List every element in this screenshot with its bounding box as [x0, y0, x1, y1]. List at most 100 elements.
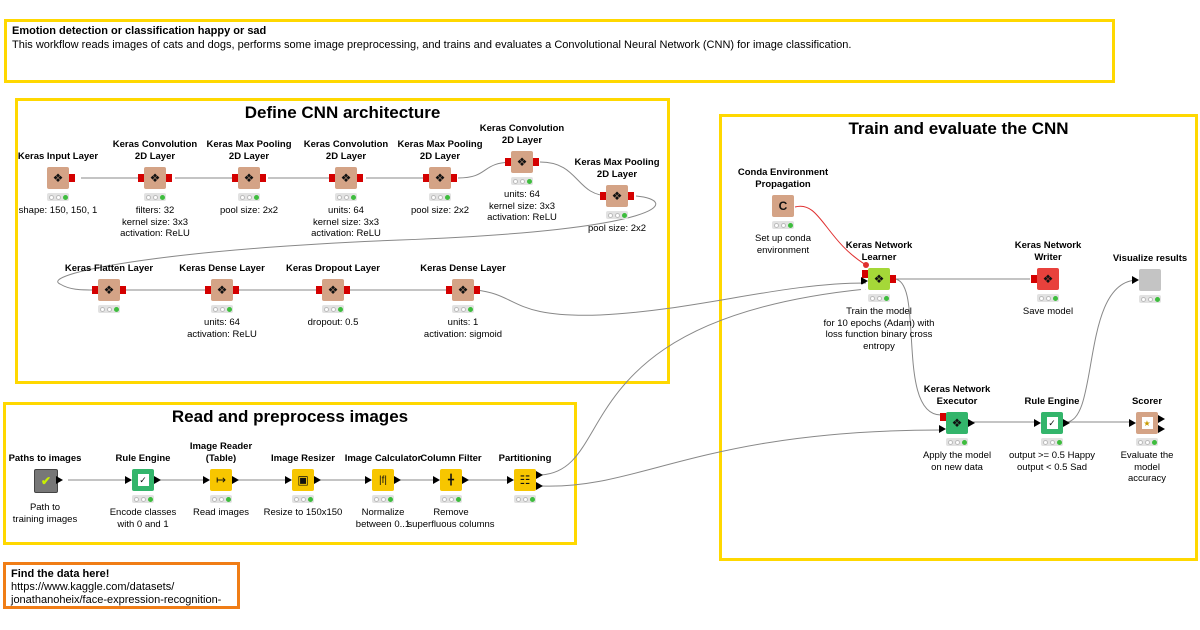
output-port[interactable]: [968, 419, 975, 427]
keras-network-icon[interactable]: ❖: [144, 167, 166, 189]
node-label[interactable]: Resize to 150x150: [263, 507, 343, 518]
keras-network-icon[interactable]: ❖: [452, 279, 474, 301]
node-label[interactable]: output >= 0.5 Happy output < 0.5 Sad: [1008, 450, 1096, 473]
node-label[interactable]: units: 1 activation: sigmoid: [423, 317, 503, 340]
input-port[interactable]: [1031, 275, 1037, 283]
output-port-top[interactable]: [1158, 415, 1165, 423]
output-port[interactable]: [394, 476, 401, 484]
node-label[interactable]: units: 64 kernel size: 3x3 activation: R…: [311, 205, 381, 239]
input-port[interactable]: [329, 174, 335, 182]
node-label[interactable]: Encode classes with 0 and 1: [109, 507, 177, 530]
output-port[interactable]: [1063, 419, 1070, 427]
image-resizer-icon[interactable]: ▣: [292, 469, 314, 491]
input-port[interactable]: [600, 192, 606, 200]
image-reader-icon[interactable]: ↦: [210, 469, 232, 491]
node-label[interactable]: Set up conda environment: [755, 233, 811, 256]
node-label[interactable]: Read images: [193, 507, 249, 518]
keras-network-icon[interactable]: ❖: [47, 167, 69, 189]
input-port[interactable]: [505, 158, 511, 166]
checkmark-icon[interactable]: ✔: [34, 469, 58, 493]
output-port[interactable]: [260, 174, 266, 182]
input-port-data[interactable]: [939, 425, 946, 433]
output-port[interactable]: [233, 286, 239, 294]
keras-network-icon[interactable]: ❖: [211, 279, 233, 301]
node-label[interactable]: Apply the model on new data: [922, 450, 992, 473]
input-port[interactable]: [446, 286, 452, 294]
input-port[interactable]: [203, 476, 210, 484]
scorer-icon[interactable]: ★: [1136, 412, 1158, 434]
data-link-line2[interactable]: jonathanoheix/face-expression-recognitio…: [11, 594, 222, 606]
node-label[interactable]: units: 64 kernel size: 3x3 activation: R…: [487, 189, 557, 223]
input-port-network[interactable]: [940, 413, 946, 421]
node-label[interactable]: dropout: 0.5: [307, 317, 359, 328]
calculator-icon[interactable]: |f|: [372, 469, 394, 491]
node-label[interactable]: Evaluate the model accuracy: [1120, 450, 1174, 484]
output-port-bottom[interactable]: [1158, 425, 1165, 433]
output-port[interactable]: [166, 174, 172, 182]
output-port-bottom[interactable]: [536, 482, 543, 490]
keras-network-icon[interactable]: ❖: [322, 279, 344, 301]
keras-network-icon[interactable]: ❖: [868, 268, 890, 290]
keras-network-icon[interactable]: ❖: [335, 167, 357, 189]
input-port[interactable]: [423, 174, 429, 182]
node-label[interactable]: pool size: 2x2: [587, 223, 647, 234]
column-filter-icon[interactable]: ╋: [440, 469, 462, 491]
keras-network-icon[interactable]: ❖: [606, 185, 628, 207]
output-port-top[interactable]: [536, 471, 543, 479]
output-port[interactable]: [462, 476, 469, 484]
node-label[interactable]: filters: 32 kernel size: 3x3 activation:…: [120, 205, 190, 239]
output-port[interactable]: [344, 286, 350, 294]
input-port[interactable]: [1129, 419, 1136, 427]
node-label[interactable]: Train the model for 10 epochs (Adam) wit…: [823, 306, 935, 352]
keras-network-icon[interactable]: ❖: [429, 167, 451, 189]
output-port[interactable]: [56, 476, 63, 484]
node-label[interactable]: Normalize between 0..1: [355, 507, 411, 530]
input-port-training-data[interactable]: [861, 277, 868, 285]
input-port[interactable]: [125, 476, 132, 484]
find-data-text[interactable]: Find the data here! https://www.kaggle.c…: [11, 568, 221, 607]
input-port[interactable]: [1132, 276, 1139, 284]
output-port[interactable]: [120, 286, 126, 294]
flow-variable-connection: [794, 205, 867, 266]
input-port[interactable]: [316, 286, 322, 294]
keras-network-icon[interactable]: ❖: [1037, 268, 1059, 290]
node-label[interactable]: shape: 150, 150, 1: [18, 205, 98, 216]
rule-icon[interactable]: ✓: [132, 469, 154, 491]
keras-network-icon[interactable]: ❖: [98, 279, 120, 301]
node-label[interactable]: units: 64 activation: ReLU: [187, 317, 257, 340]
input-port[interactable]: [507, 476, 514, 484]
conda-icon[interactable]: C: [772, 195, 794, 217]
data-link-line1[interactable]: https://www.kaggle.com/datasets/: [11, 581, 175, 593]
output-port[interactable]: [69, 174, 75, 182]
input-port[interactable]: [138, 174, 144, 182]
output-port[interactable]: [357, 174, 363, 182]
output-port[interactable]: [474, 286, 480, 294]
output-port[interactable]: [232, 476, 239, 484]
node-label[interactable]: pool size: 2x2: [410, 205, 470, 216]
node-label[interactable]: Path to training images: [12, 502, 78, 525]
input-port[interactable]: [1034, 419, 1041, 427]
output-port[interactable]: [533, 158, 539, 166]
input-port[interactable]: [232, 174, 238, 182]
partitioning-icon[interactable]: ☷: [514, 469, 536, 491]
input-port[interactable]: [205, 286, 211, 294]
node-label[interactable]: Remove superfluous columns: [407, 507, 495, 530]
output-port[interactable]: [314, 476, 321, 484]
keras-network-icon[interactable]: ❖: [511, 151, 533, 173]
node-label[interactable]: pool size: 2x2: [219, 205, 279, 216]
input-port[interactable]: [285, 476, 292, 484]
input-port[interactable]: [92, 286, 98, 294]
keras-network-icon[interactable]: ❖: [946, 412, 968, 434]
keras-network-icon[interactable]: ❖: [238, 167, 260, 189]
output-port[interactable]: [154, 476, 161, 484]
input-port[interactable]: [365, 476, 372, 484]
output-port[interactable]: [451, 174, 457, 182]
output-port[interactable]: [628, 192, 634, 200]
output-port[interactable]: [890, 275, 896, 283]
input-port-validation-data[interactable]: [861, 284, 868, 292]
input-port[interactable]: [433, 476, 440, 484]
rule-icon[interactable]: ✓: [1041, 412, 1063, 434]
node-label[interactable]: Save model: [1022, 306, 1074, 317]
component-icon[interactable]: [1139, 269, 1161, 291]
input-port-network[interactable]: [862, 270, 868, 278]
